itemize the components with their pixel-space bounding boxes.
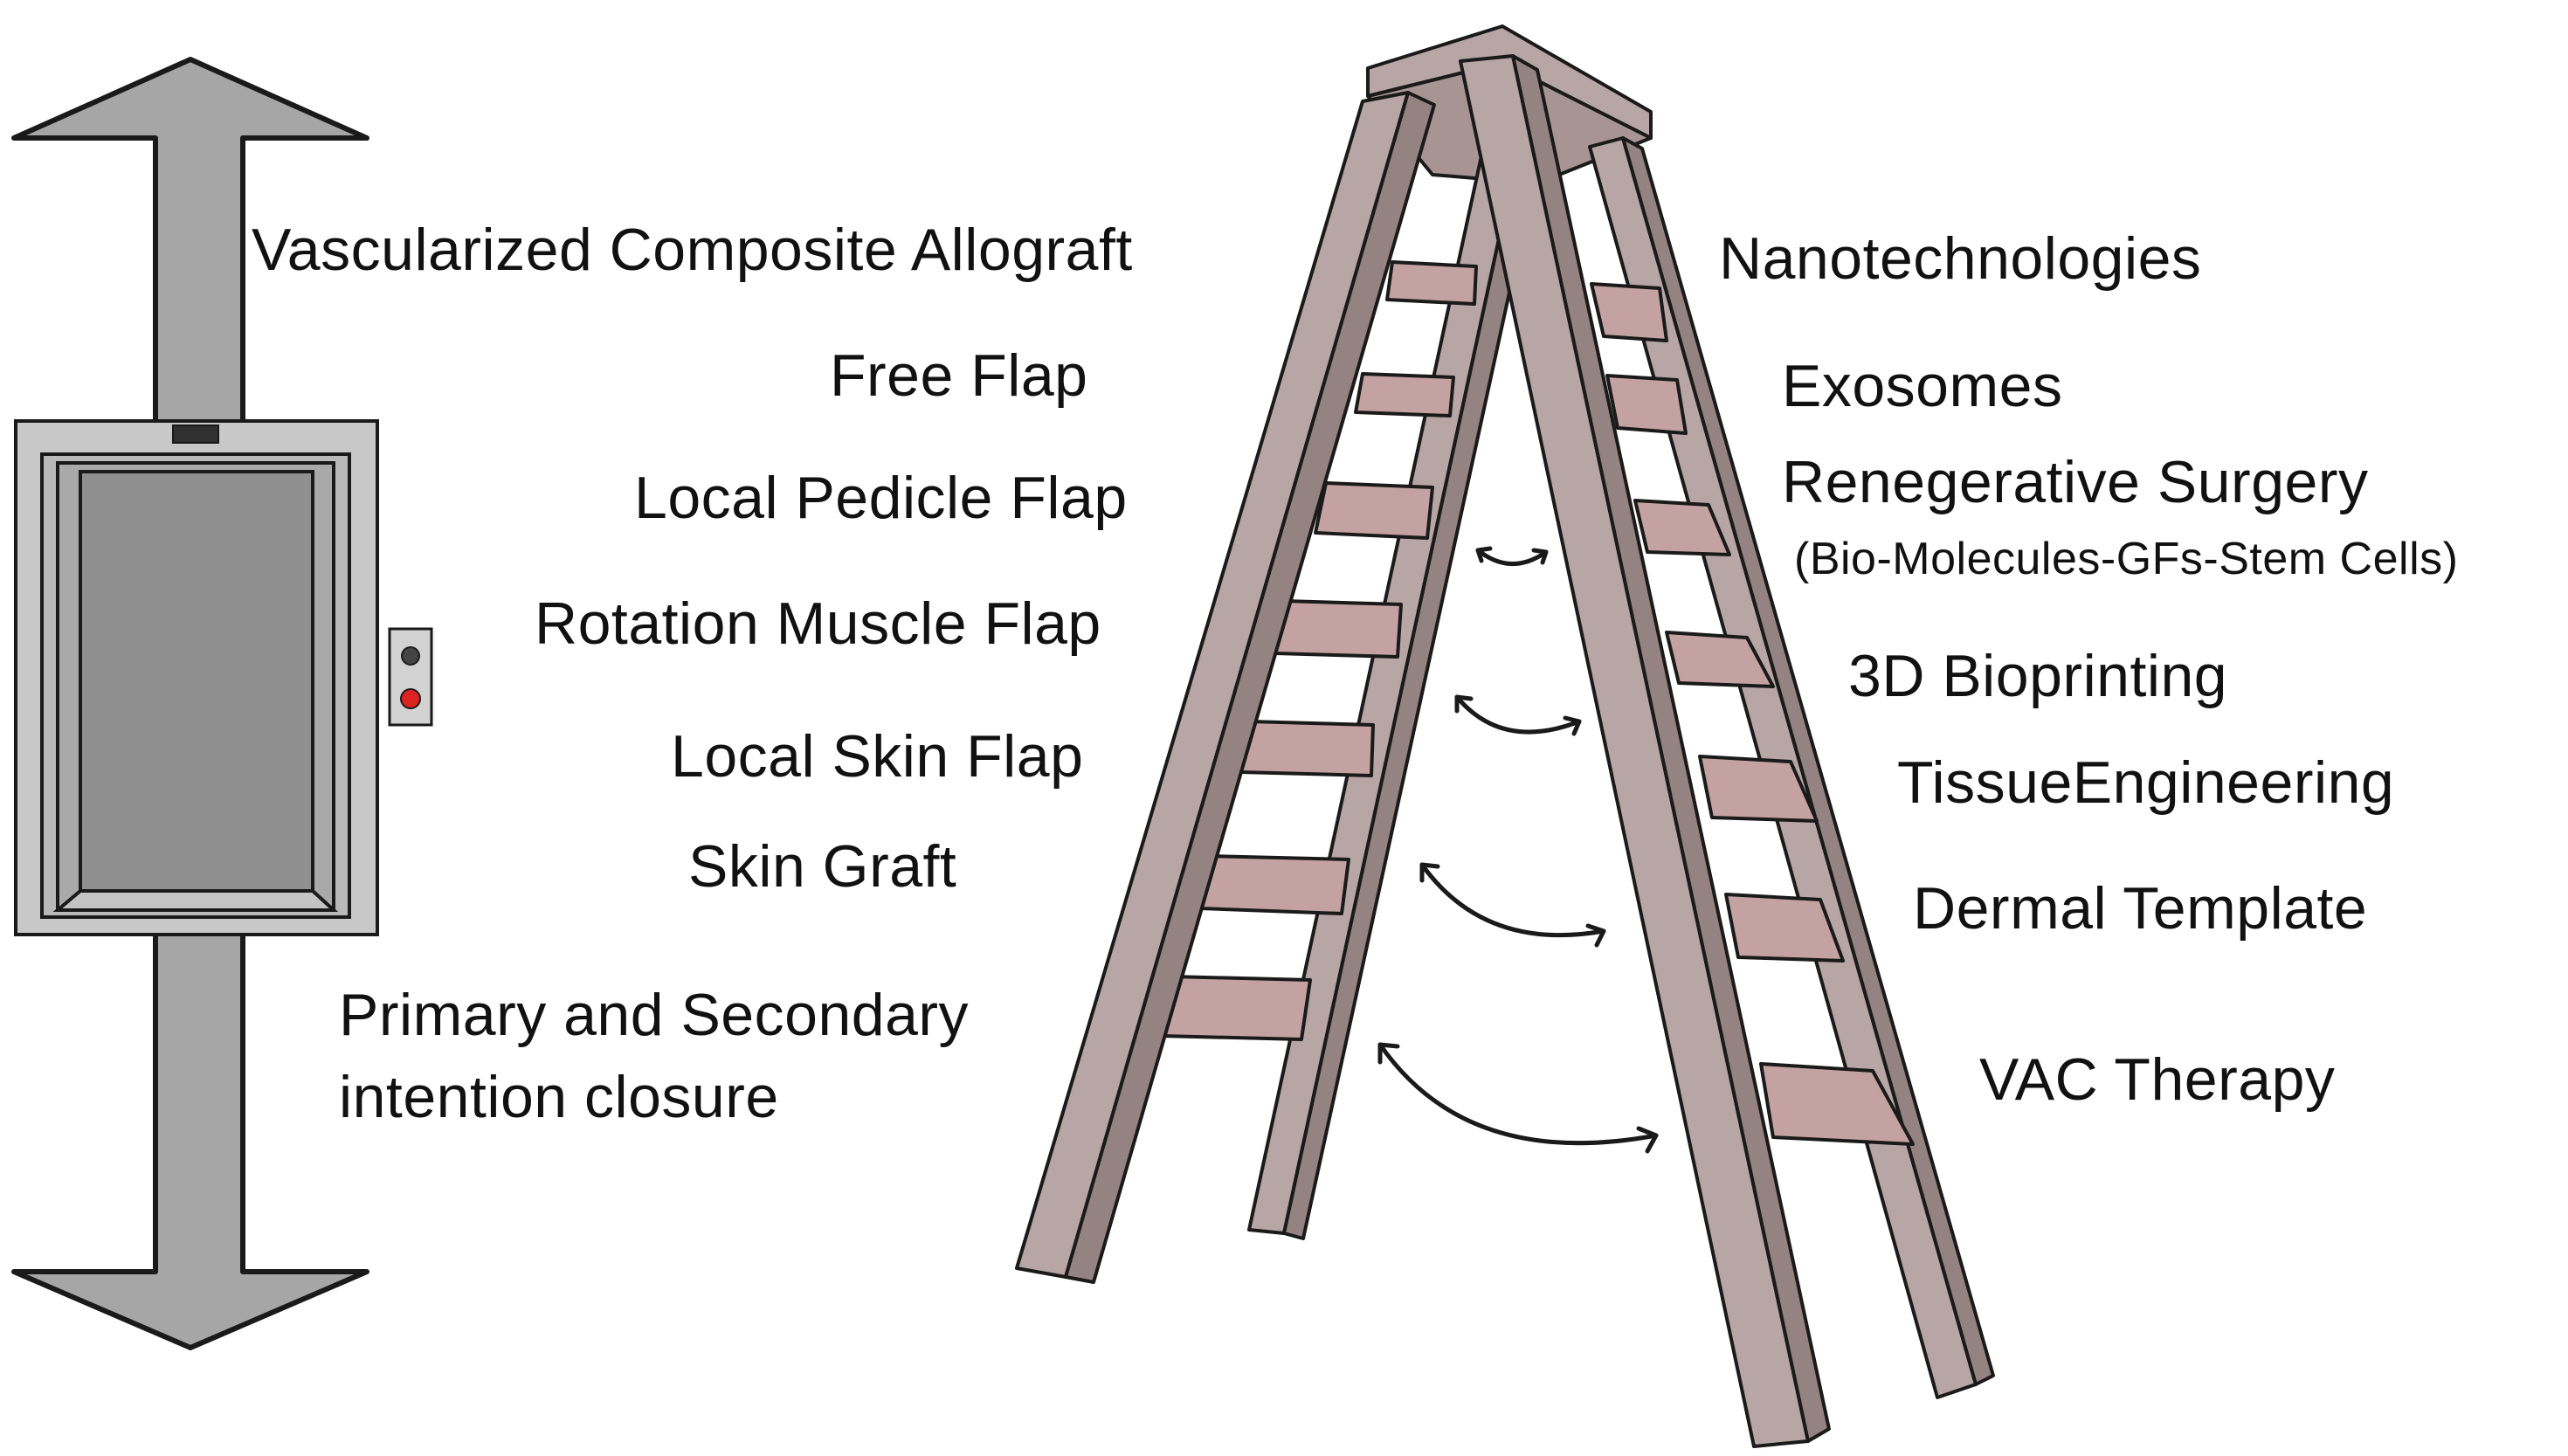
label-dermal-template: Dermal Template (1913, 875, 2368, 942)
label-local-skin-flap: Local Skin Flap (671, 723, 1084, 790)
label-regenerative-surgery: Renegerative Surgery (1782, 449, 2369, 515)
label-tissue-engineering: TissueEngineering (1897, 749, 2395, 816)
label-local-pedicle-flap: Local Pedicle Flap (634, 465, 1128, 531)
label-free-flap: Free Flap (830, 342, 1088, 409)
elevator-icon (14, 419, 433, 936)
label-vac-therapy: VAC Therapy (1979, 1046, 2336, 1113)
label-primary-secondary-line1: Primary and Secondary (339, 982, 970, 1048)
label-nanotechnologies: Nanotechnologies (1719, 225, 2202, 292)
label-3d-bioprinting: 3D Bioprinting (1848, 643, 2228, 709)
label-vascularized-composite-allograft: Vascularized Composite Allograft (252, 217, 1133, 283)
label-primary-secondary-line2: intention closure (339, 1064, 779, 1130)
curved-double-arrow-icon (1377, 546, 1659, 1154)
stepladder-icon (1015, 24, 1995, 1448)
label-exosomes: Exosomes (1782, 353, 2063, 419)
label-regenerative-surgery-subtitle: (Bio-Molecules-GFs-Stem Cells) (1794, 534, 2459, 584)
label-skin-graft: Skin Graft (688, 833, 957, 900)
label-rotation-muscle-flap: Rotation Muscle Flap (535, 590, 1101, 657)
